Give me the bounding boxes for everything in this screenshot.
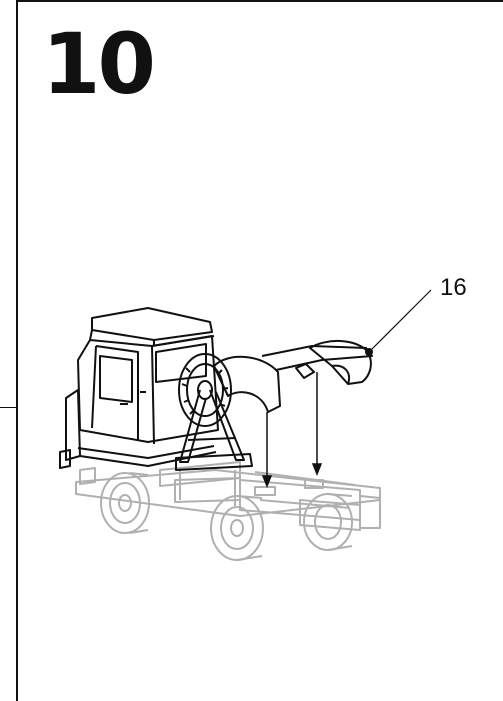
page-edge-tick <box>0 407 16 408</box>
front-wheel <box>100 472 150 534</box>
assembly-arrows <box>261 372 323 489</box>
part-callout-label: 16 <box>440 274 467 301</box>
page-frame-top <box>16 0 503 2</box>
spare-wheel-frame <box>175 389 253 471</box>
step-number: 10 <box>42 15 156 113</box>
page-frame-left <box>16 0 18 701</box>
callout-leader <box>365 289 432 356</box>
rear-wheel-left <box>210 495 264 561</box>
spare-wheel <box>178 353 232 427</box>
rear-mudguard-assembly <box>213 339 373 413</box>
truck-cab <box>59 307 219 469</box>
rear-wheel-right <box>303 493 353 551</box>
